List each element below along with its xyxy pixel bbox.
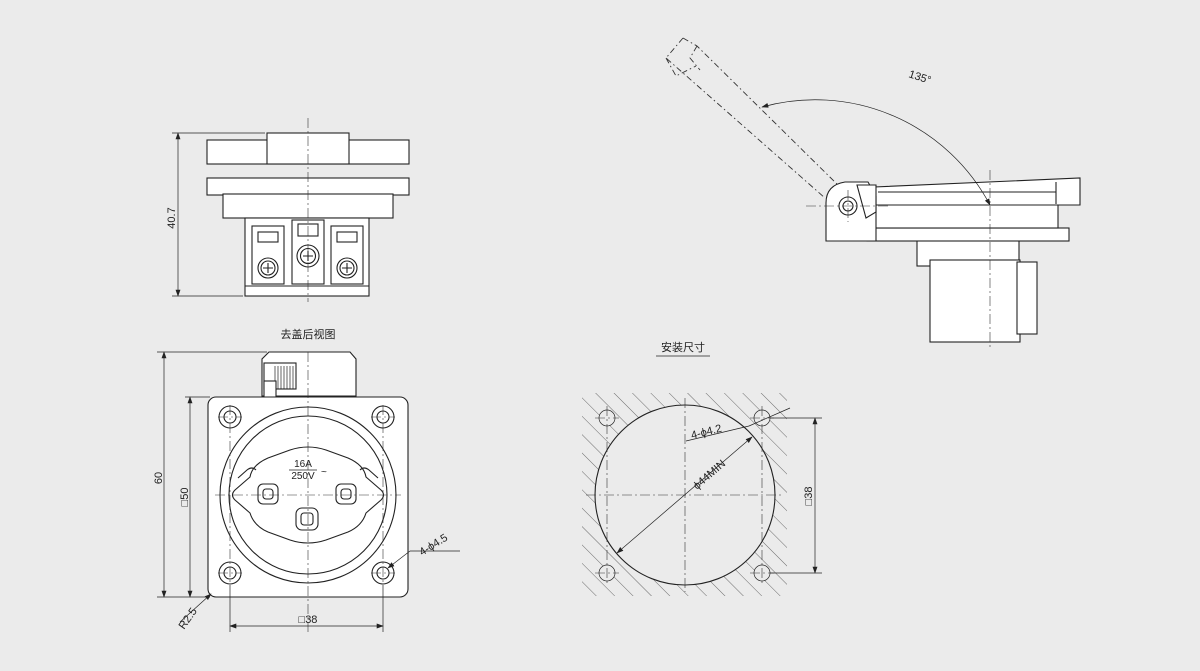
pin-socket-icon: [335, 483, 357, 505]
front-view: 40.7: [166, 118, 410, 302]
rear-hole-diameter-dimension: 4-ϕ4.5: [417, 532, 450, 559]
screw-icon: [336, 257, 358, 279]
cutout-hole-spacing-dimension: □38: [803, 487, 815, 506]
ac-symbol: ~: [321, 467, 327, 478]
rear-view-title: 去盖后视图: [281, 327, 336, 341]
side-view: 135°: [665, 37, 1081, 350]
rear-view: 去盖后视图: [153, 327, 460, 632]
rating-voltage: 250V: [291, 471, 315, 482]
rear-flange-dimension: □50: [179, 488, 191, 507]
lid-opening-angle: 135°: [907, 68, 932, 86]
mounting-cutout-view: 安装尺寸 ϕ44MIN 4-ϕ4.2 □38: [582, 340, 822, 596]
corner-radius-dimension: R2.5: [177, 606, 200, 632]
screw-icon: [257, 257, 279, 279]
rear-height-dimension: 60: [153, 472, 165, 484]
rear-hole-spacing-dimension: □38: [299, 614, 318, 626]
rating-current: 16A: [294, 459, 312, 470]
mounting-title: 安装尺寸: [661, 340, 705, 354]
pin-socket-icon: [295, 507, 319, 531]
front-height-dimension: 40.7: [166, 207, 178, 228]
pin-socket-icon: [257, 483, 279, 505]
